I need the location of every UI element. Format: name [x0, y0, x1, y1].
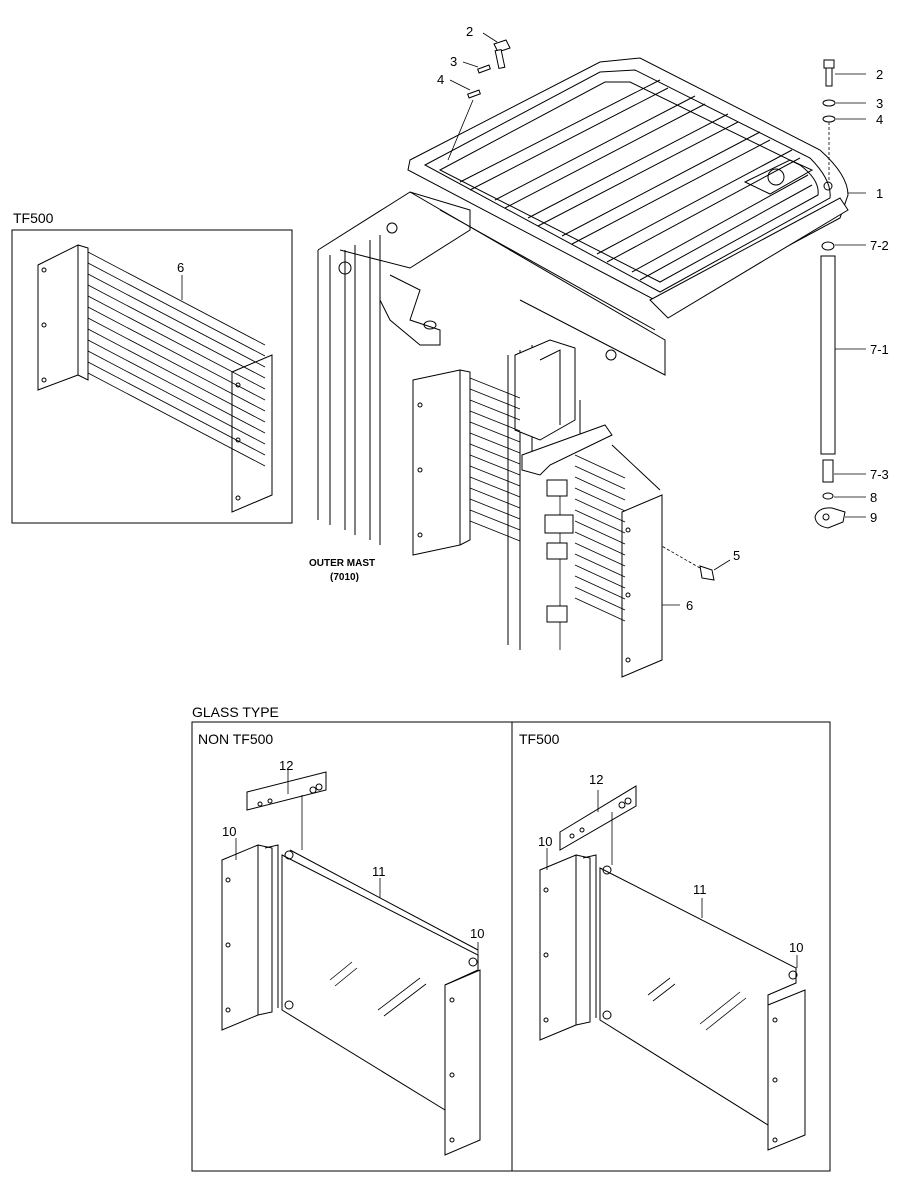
callout-5: 5 — [733, 548, 740, 563]
mesh-wire — [469, 421, 521, 443]
callout-12-right: 12 — [589, 772, 603, 787]
tf500-inset — [11, 229, 293, 524]
overhead-guard-frame — [407, 57, 849, 319]
callout-6-main: 6 — [686, 598, 693, 613]
post-bolt-bottom — [822, 459, 834, 483]
callout-3-left: 3 — [450, 54, 457, 69]
mesh-wire — [87, 251, 266, 346]
glass-panel-left — [221, 770, 481, 1156]
mesh-wire — [469, 443, 521, 465]
mesh-wire — [574, 564, 626, 589]
mesh-wire — [574, 597, 626, 622]
mesh-wire — [87, 317, 266, 412]
mesh-wire — [87, 361, 266, 456]
outer-mast — [317, 191, 666, 650]
mesh-wire — [574, 498, 626, 523]
inset-title: TF500 — [13, 210, 54, 226]
mesh-wire — [574, 586, 626, 611]
mesh-wire — [469, 465, 521, 487]
callout-7-2: 7-2 — [870, 238, 889, 253]
callout-9: 9 — [870, 510, 877, 525]
mesh-wire — [469, 399, 521, 421]
mesh-wire — [469, 520, 521, 542]
outer-mast-label: OUTER MAST — [309, 558, 375, 569]
mesh-wire — [574, 531, 626, 556]
callout-3-right: 3 — [876, 96, 883, 111]
mesh-wire — [469, 410, 521, 432]
post-tube — [820, 255, 836, 455]
mesh-wire — [87, 273, 266, 368]
mesh-wire — [574, 487, 626, 512]
callout-10-left-b: 10 — [470, 926, 484, 941]
mesh-wire — [469, 509, 521, 531]
bolt-head — [823, 59, 835, 69]
mesh-wire — [87, 284, 266, 379]
callout-10-right-b: 10 — [789, 940, 803, 955]
mesh-wire — [87, 295, 266, 390]
glass-tf500-title: TF500 — [519, 731, 560, 747]
callout-4-right: 4 — [876, 112, 883, 127]
glass-type-section — [191, 721, 831, 1172]
spring-washer — [822, 115, 836, 123]
callout-7-3: 7-3 — [870, 467, 889, 482]
washer — [822, 99, 836, 107]
mesh-wire — [469, 498, 521, 520]
nut — [822, 492, 834, 500]
glass-panel-right — [539, 785, 806, 1151]
mesh-wire — [574, 553, 626, 578]
mesh-wire — [574, 575, 626, 600]
mesh-wire — [574, 454, 626, 479]
mesh-wire — [574, 542, 626, 567]
callout-7-1: 7-1 — [870, 342, 889, 357]
callout-2-left: 2 — [466, 24, 473, 39]
callout-4-left: 4 — [437, 72, 444, 87]
mesh-wire — [574, 520, 626, 545]
callout-11-left: 11 — [372, 864, 386, 879]
mesh-wire — [469, 432, 521, 454]
mesh-wire — [469, 487, 521, 509]
mesh-wire — [469, 454, 521, 476]
mesh-wire — [87, 339, 266, 434]
callout-12-left: 12 — [279, 758, 293, 773]
mesh-guard-right — [574, 444, 680, 678]
callout-6-inset: 6 — [177, 260, 184, 275]
mesh-wire — [469, 476, 521, 498]
post-assembly — [814, 59, 866, 529]
mesh-guard-left — [412, 369, 521, 556]
callout-10-left-a: 10 — [222, 824, 236, 839]
outer-mast-number: (7010) — [330, 572, 359, 583]
callout-8: 8 — [870, 490, 877, 505]
mesh-wire — [87, 350, 266, 445]
glass-type-title: GLASS TYPE — [192, 704, 279, 720]
mesh-wire — [574, 509, 626, 534]
glass-non-tf500-title: NON TF500 — [198, 731, 273, 747]
callout-2-right: 2 — [876, 67, 883, 82]
mesh-wire — [574, 476, 626, 501]
mesh-wire — [469, 388, 521, 410]
mesh-wire — [87, 262, 266, 357]
callout-11-right: 11 — [693, 882, 707, 897]
callout-1: 1 — [876, 186, 883, 201]
callout-10-right-a: 10 — [538, 834, 552, 849]
mesh-wire — [87, 372, 266, 467]
mesh-wire — [574, 465, 626, 490]
mesh-wire — [469, 377, 521, 399]
mesh-wire — [87, 328, 266, 423]
mesh-wire — [87, 306, 266, 401]
post-washer-top — [821, 241, 835, 251]
bracket-clip — [814, 507, 846, 529]
bolt-stack-left — [447, 32, 511, 161]
